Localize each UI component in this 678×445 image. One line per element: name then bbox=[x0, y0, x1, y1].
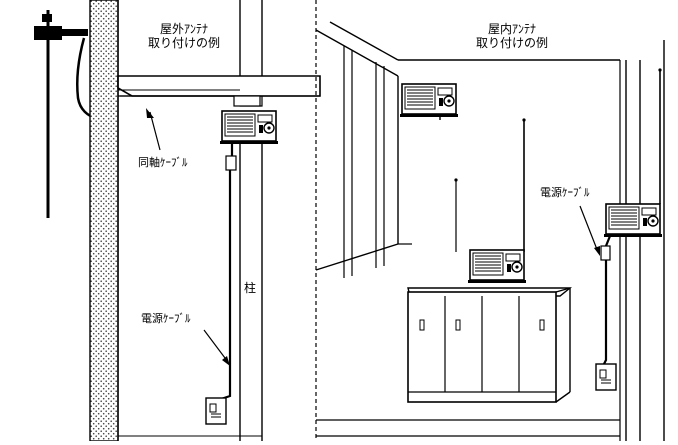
indoor-power-cable bbox=[603, 235, 612, 365]
cabinet bbox=[407, 287, 572, 403]
coax-cable-label: 同軸ｹｰﾌﾞﾙ bbox=[138, 156, 188, 169]
coax-leader-arrow bbox=[149, 111, 161, 151]
outdoor-title-line2: 取り付けの例 bbox=[147, 36, 220, 50]
outdoor-power-cable-label: 電源ｹｰﾌﾞﾙ bbox=[141, 312, 191, 325]
outdoor-panel bbox=[34, 0, 321, 442]
outdoor-title-line1: 屋外ｱﾝﾃﾅ bbox=[159, 22, 208, 36]
indoor-cabinet-radio bbox=[467, 249, 527, 284]
indoor-panel bbox=[315, 21, 665, 441]
outdoor-power-leader-arrow bbox=[203, 329, 229, 363]
indoor-wall-outlet bbox=[595, 363, 617, 391]
exterior-wall bbox=[89, 0, 119, 442]
indoor-power-cable-label: 電源ｹｰﾌﾞﾙ bbox=[540, 186, 590, 199]
pillar-label: 柱 bbox=[244, 281, 257, 295]
indoor-title-line2: 取り付けの例 bbox=[475, 36, 548, 50]
indoor-title-line1: 屋内ｱﾝﾃﾅ bbox=[487, 22, 536, 36]
indoor-power-leader-arrow bbox=[579, 205, 599, 253]
ceiling-beam bbox=[117, 75, 321, 97]
indoor-wall-radio bbox=[399, 83, 459, 118]
outdoor-radio-unit bbox=[219, 110, 279, 145]
indoor-pillar-radio bbox=[603, 203, 663, 238]
outdoor-wall-outlet bbox=[205, 397, 227, 425]
